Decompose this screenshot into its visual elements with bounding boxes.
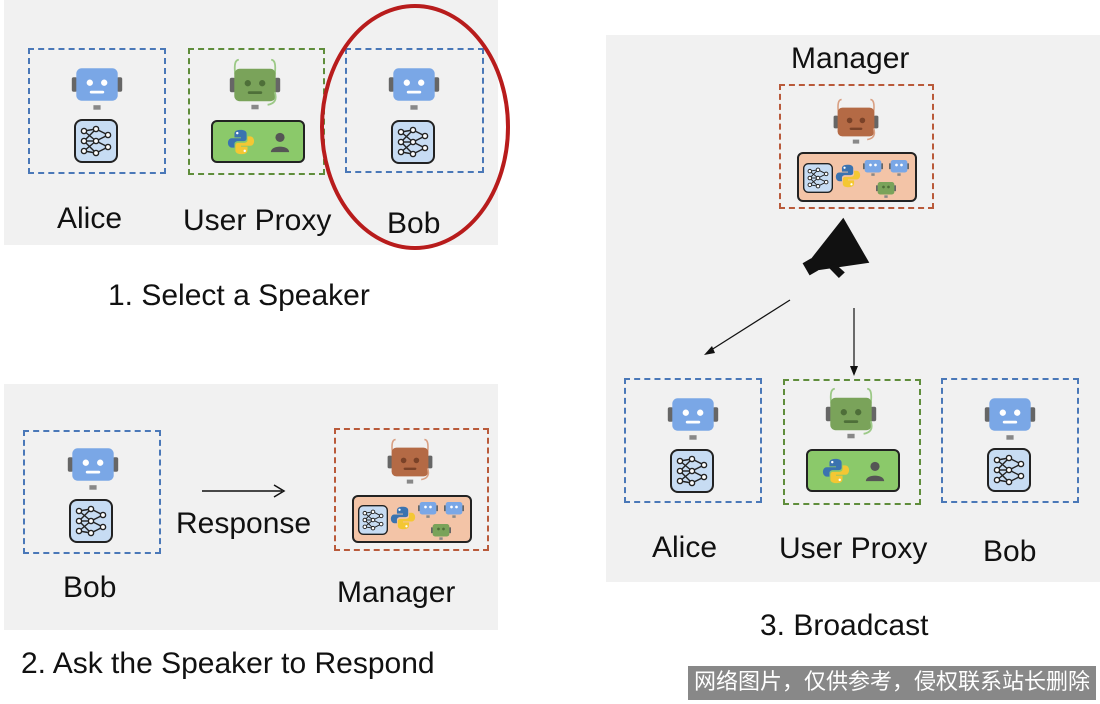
- robot-icon: [228, 58, 282, 112]
- python-icon: [227, 128, 255, 156]
- robot-icon: [70, 66, 124, 112]
- step2-manager-box[interactable]: [334, 428, 489, 551]
- step2-bob-label: Bob: [63, 571, 117, 604]
- python-icon: [835, 163, 861, 189]
- step2-response-label: Response: [176, 507, 312, 540]
- tools-panel: [211, 120, 305, 163]
- robot-icon: [832, 98, 880, 146]
- tools-panel: [352, 495, 472, 543]
- step2-manager-label: Manager: [337, 576, 456, 609]
- person-icon: [269, 130, 291, 154]
- tools-panel: [797, 152, 917, 202]
- neural-network-icon: [74, 119, 118, 163]
- step1-bob-label: Bob: [387, 207, 441, 240]
- watermark-banner: 网络图片，仅供参考，侵权联系站长删除: [688, 666, 1096, 700]
- response-arrow: [202, 484, 286, 498]
- step1-user-proxy-label: User Proxy: [183, 204, 332, 237]
- step1-caption: 1. Select a Speaker: [108, 279, 370, 312]
- robot-icon: [66, 446, 120, 492]
- person-icon: [864, 459, 886, 483]
- robot-icon: [824, 387, 878, 441]
- step1-alice-box[interactable]: [28, 48, 166, 174]
- neural-network-icon: [803, 163, 833, 193]
- step3-bob-box[interactable]: [941, 378, 1079, 503]
- step1-bob-box[interactable]: [345, 48, 484, 173]
- broadcast-arrows: [704, 299, 858, 376]
- mini-robot-icon: [863, 159, 883, 176]
- neural-network-icon: [358, 505, 388, 535]
- megaphone-icon: [802, 217, 870, 279]
- neural-network-icon: [670, 449, 714, 493]
- step3-user-proxy-box[interactable]: [783, 379, 921, 505]
- mini-robot-icon: [431, 523, 451, 540]
- step2-bob-box[interactable]: [23, 430, 161, 554]
- mini-robot-icon: [444, 501, 464, 518]
- step3-manager-label: Manager: [791, 42, 910, 75]
- step3-alice-label: Alice: [652, 531, 718, 564]
- neural-network-icon: [69, 499, 113, 543]
- robot-icon: [386, 438, 434, 486]
- selection-highlight-ellipse: [320, 4, 510, 250]
- step2-caption: 2. Ask the Speaker to Respond: [21, 647, 435, 680]
- mini-robot-icon: [418, 501, 438, 518]
- step3-bob-label: Bob: [983, 535, 1037, 568]
- tools-panel: [806, 449, 900, 492]
- step3-caption: 3. Broadcast: [760, 609, 929, 642]
- python-icon: [822, 457, 850, 485]
- step1-alice-label: Alice: [57, 202, 123, 235]
- robot-icon: [983, 396, 1037, 442]
- neural-network-icon: [987, 448, 1031, 492]
- mini-robot-icon: [876, 181, 896, 198]
- mini-robot-icon: [889, 159, 909, 176]
- python-icon: [390, 505, 416, 531]
- step3-user-proxy-label: User Proxy: [779, 532, 928, 565]
- robot-icon: [666, 396, 720, 442]
- step3-alice-box[interactable]: [624, 378, 762, 503]
- step3-manager-box[interactable]: [779, 84, 934, 209]
